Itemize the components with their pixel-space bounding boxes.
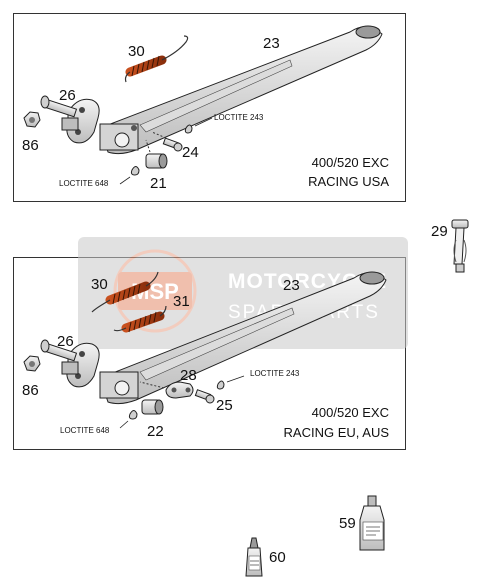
label-part-26: 26 xyxy=(57,333,74,350)
leader-line xyxy=(194,117,213,127)
variant-model-line: 400/520 EXC xyxy=(312,405,389,420)
leader-line xyxy=(119,176,131,185)
watermark: MSP MOTORCYCLE SPARE PARTS xyxy=(78,237,408,349)
bottom-kickstand-assembly xyxy=(23,271,387,429)
loctite-drop-icon xyxy=(130,166,140,176)
loctite-243-label: LOCTITE 243 xyxy=(214,113,264,122)
plate-28 xyxy=(139,381,194,399)
label-part-25: 25 xyxy=(216,397,233,414)
leader-line xyxy=(226,375,245,383)
watermark-logo-ring xyxy=(113,249,197,333)
part-60-threadlock-bottle xyxy=(245,537,263,577)
leader-line xyxy=(119,420,129,429)
label-part-30: 30 xyxy=(128,43,145,60)
pivot-pin xyxy=(131,125,137,131)
loctite-648-label: LOCTITE 648 xyxy=(60,426,110,435)
label-part-86: 86 xyxy=(22,382,39,399)
kickstand-leg-slot xyxy=(139,307,295,381)
kickstand-foot xyxy=(355,25,381,39)
watermark-logo-badge xyxy=(118,272,192,310)
label-part-24: 24 xyxy=(182,144,199,161)
spring-30 xyxy=(124,35,189,83)
label-part-31: 31 xyxy=(173,293,190,310)
loctite-243-label: LOCTITE 243 xyxy=(250,369,300,378)
label-part-28: 28 xyxy=(180,367,197,384)
spring-30 xyxy=(91,271,159,313)
kickstand-foot xyxy=(359,271,385,285)
nut-86 xyxy=(23,111,41,128)
watermark-band xyxy=(78,237,408,349)
part-59-sealant-tube xyxy=(359,495,385,551)
label-part-26: 26 xyxy=(59,87,76,104)
label-part-23: 23 xyxy=(283,277,300,294)
bushing-21 xyxy=(145,139,168,169)
spring-31 xyxy=(113,305,167,333)
top-kickstand-assembly xyxy=(23,25,383,185)
kickstand-leg-slot xyxy=(139,59,293,133)
label-part-86: 86 xyxy=(22,137,39,154)
variant-region-line: RACING EU, AUS xyxy=(284,425,390,440)
loctite-drop-icon xyxy=(184,124,193,134)
bracket-26 xyxy=(40,339,100,388)
label-part-60: 60 xyxy=(269,549,286,566)
label-part-30: 30 xyxy=(91,276,108,293)
loctite-drop-icon xyxy=(128,410,138,420)
label-part-29: 29 xyxy=(431,223,448,240)
label-part-22: 22 xyxy=(147,423,164,440)
loctite-drop-icon xyxy=(216,380,225,390)
screw-25 xyxy=(194,389,215,404)
label-part-21: 21 xyxy=(150,175,167,192)
pivot-hole xyxy=(114,380,130,396)
label-part-23: 23 xyxy=(263,35,280,52)
variant-model-line: 400/520 EXC xyxy=(312,155,389,170)
nut-86 xyxy=(23,355,41,372)
variant-region-line: RACING USA xyxy=(308,174,389,189)
part-29-stand-pin xyxy=(451,219,469,273)
label-part-59: 59 xyxy=(339,515,356,532)
bushing-22 xyxy=(141,399,164,415)
bracket-26 xyxy=(40,95,100,144)
loctite-648-label: LOCTITE 648 xyxy=(59,179,109,188)
pivot-hole xyxy=(114,132,130,148)
screw-24 xyxy=(151,131,183,152)
